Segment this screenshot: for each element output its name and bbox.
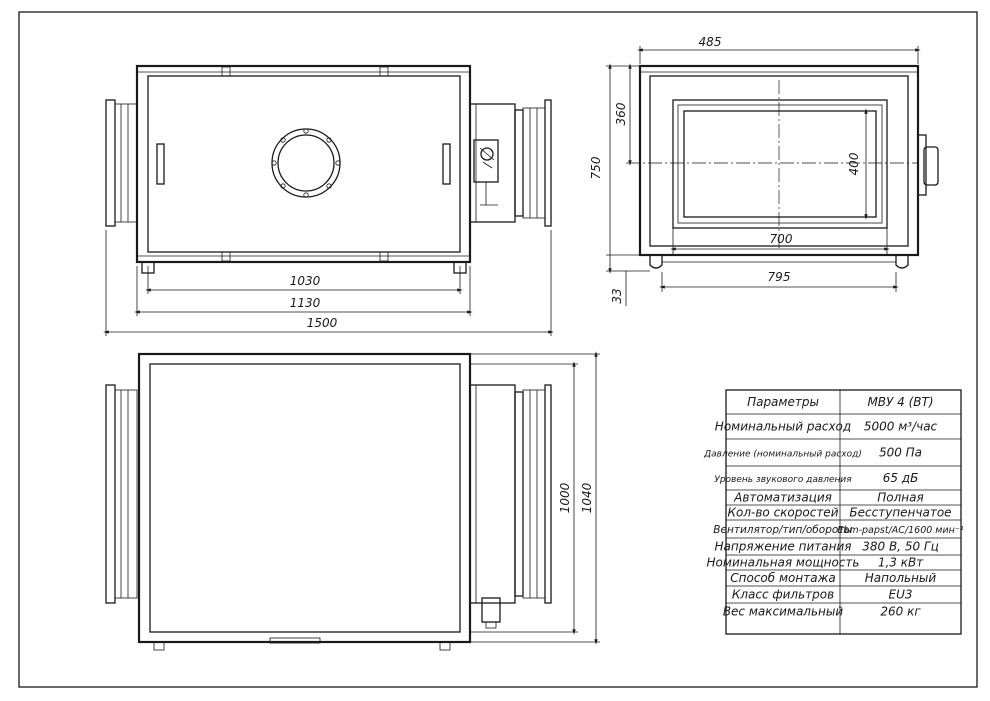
dim-plan-inner-depth: 1000 <box>558 482 572 513</box>
table-cell-value: Напольный <box>865 571 937 585</box>
table-cell-value: 500 Па <box>879 446 922 460</box>
table-cell-param: Автоматизация <box>733 491 832 505</box>
table-header-param: Параметры <box>747 395 819 409</box>
sheet-frame <box>18 11 978 688</box>
dim-front-width: 1130 <box>290 296 321 310</box>
table-cell-value: Бесступенчатое <box>849 506 951 520</box>
damper-actuator <box>473 139 499 183</box>
table-cell-param: Номинальный расход <box>715 420 851 434</box>
table-cell-param: Вентилятор/тип/обороты <box>713 524 852 536</box>
side-view: 485 360 750 400 700 795 33 <box>589 35 939 306</box>
dim-side-height: 750 <box>589 156 603 179</box>
table-cell-param: Вес максимальный <box>723 605 844 619</box>
outlet-opening-frame <box>672 99 888 229</box>
dim-plan-depth: 1040 <box>580 482 594 513</box>
dim-side-width: 485 <box>699 35 722 49</box>
table-cell-value: 1,3 кВт <box>878 556 924 570</box>
inspection-window-inner <box>277 134 335 192</box>
table-cell-param: Класс фильтров <box>732 588 834 602</box>
dim-side-inner-height: 360 <box>614 102 628 125</box>
dim-side-total-width: 795 <box>768 270 791 284</box>
inspection-window-outer <box>271 128 341 198</box>
table-cell-param: Давление (номинальный расход) <box>703 450 862 460</box>
table-cell-value: EU3 <box>889 588 913 602</box>
table-cell-param: Кол-во скоростей <box>727 506 838 520</box>
dim-overall-length: 1500 <box>307 316 338 330</box>
table-cell-param: Номинальная мощность <box>707 556 860 570</box>
parameters-table: Параметры МВУ 4 (ВТ) Номинальный расход 500… <box>703 389 964 635</box>
plan-view: 1000 1040 <box>105 351 600 651</box>
front-view: 1030 1130 1500 <box>103 64 554 336</box>
dim-front-inner-width: 1030 <box>290 274 321 288</box>
table-cell-param: Уровень звукового давления <box>714 475 852 485</box>
dim-opening-width: 700 <box>770 232 793 246</box>
table-cell-param: Напряжение питания <box>715 540 852 554</box>
table-header-value: МВУ 4 (ВТ) <box>867 395 933 409</box>
table-cell-value: 260 кг <box>880 605 921 619</box>
dim-opening-height: 400 <box>847 152 861 175</box>
table-cell-param: Способ монтажа <box>730 571 835 585</box>
dim-foot-height: 33 <box>610 288 624 303</box>
table-cell-value: Ebm-papst/AC/1600 мин⁻¹ <box>837 525 964 536</box>
table-cell-value: 65 дБ <box>883 471 919 485</box>
table-cell-value: 5000 м³/час <box>864 420 938 434</box>
table-cell-value: Полная <box>877 491 923 505</box>
table-cell-value: 380 В, 50 Гц <box>862 540 939 554</box>
